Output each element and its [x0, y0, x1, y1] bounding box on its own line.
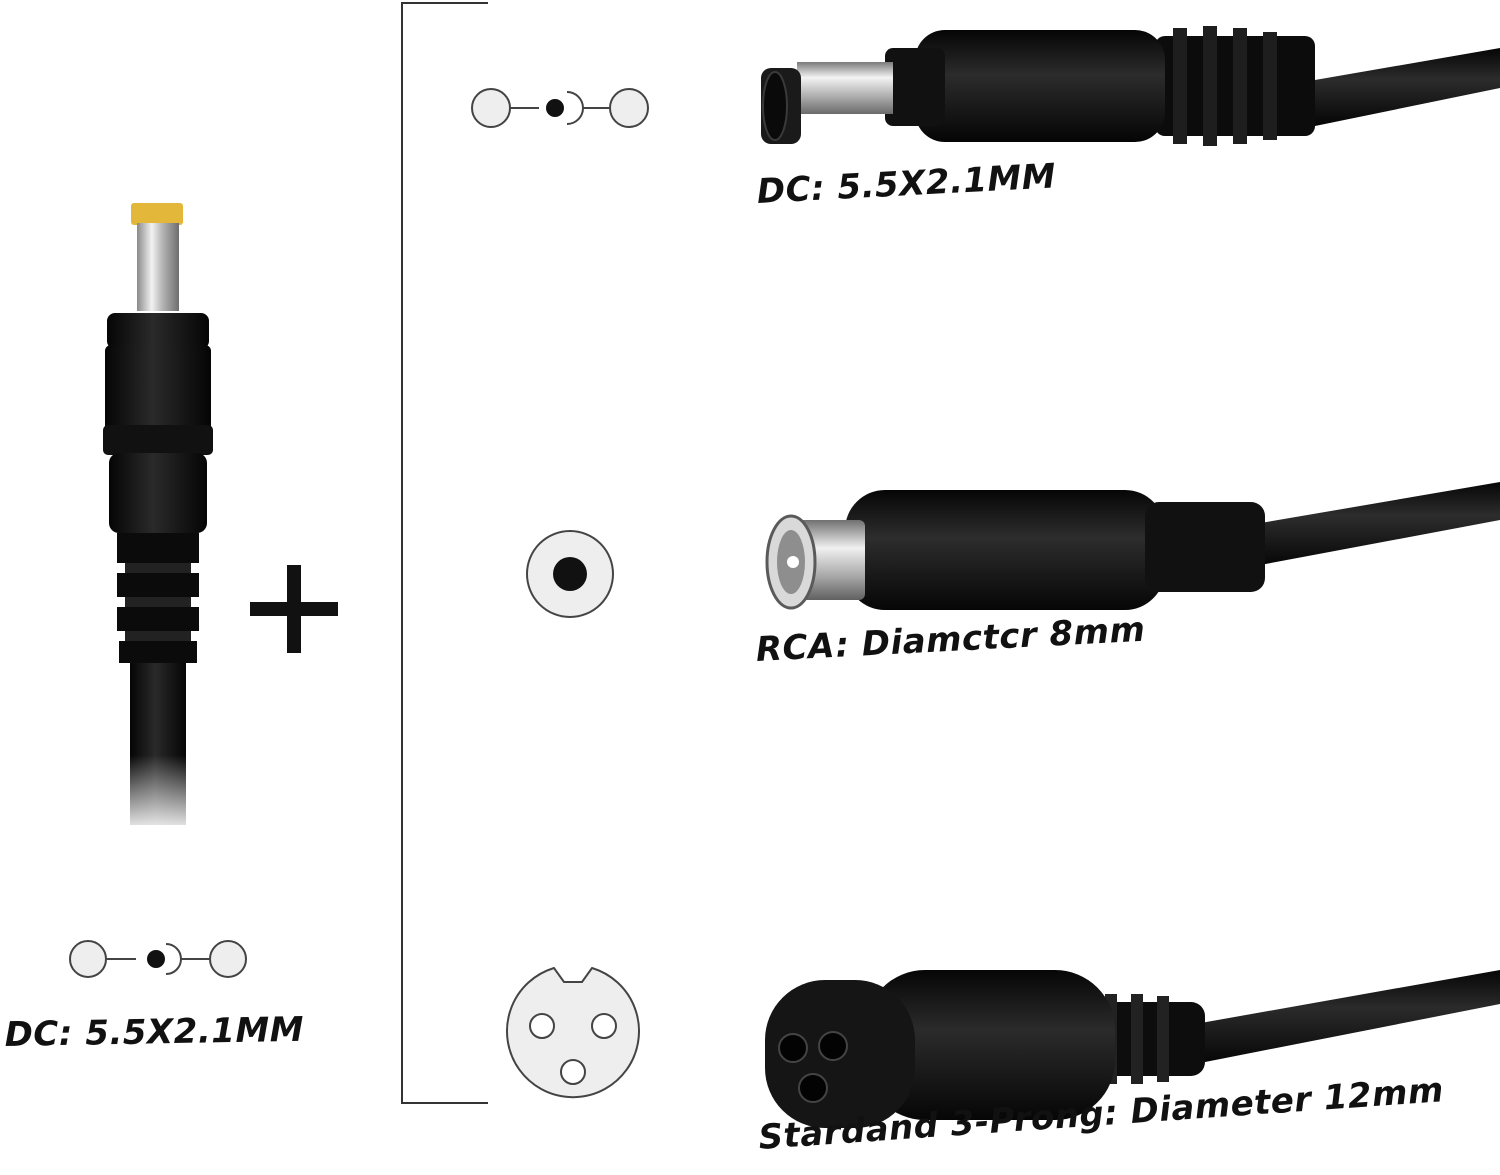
- plus-symbol: [250, 565, 340, 655]
- rca-pin-diagram-icon: [526, 530, 614, 618]
- left-connector-label: DC: 5.5X2.1MM: [4, 1009, 305, 1055]
- three-prong-plug-image: [765, 970, 1500, 1128]
- bracket-divider: [401, 2, 488, 1104]
- rca-plug-image: [765, 482, 1500, 610]
- three-prong-pin-diagram-icon: [506, 966, 640, 1099]
- dc-plug-vertical-image: [103, 203, 213, 835]
- dc-barrel-pin-diagram-icon: [69, 940, 247, 978]
- dc-barrel-pin-diagram-icon: [471, 88, 649, 128]
- dc-plug-horizontal-image: [761, 26, 1500, 146]
